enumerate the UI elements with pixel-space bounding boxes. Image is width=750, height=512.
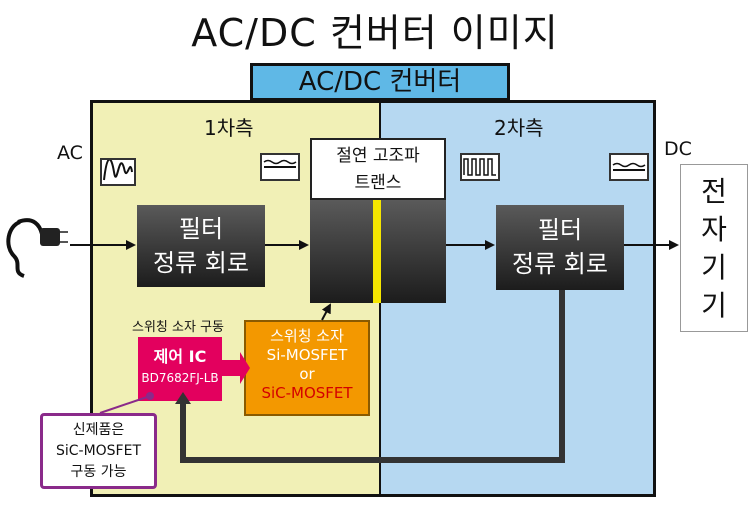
device-char-1: 전 [701, 175, 727, 208]
control-ic-part-number: BD7682FJ-LB [141, 371, 219, 385]
primary-side-label: 1차측 [204, 116, 254, 140]
arrow-switch-to-transformer [321, 303, 331, 321]
switch-element-line4: SiC-MOSFET [261, 384, 353, 402]
control-ic-title: 제어 IC [153, 347, 207, 366]
new-product-pointer [99, 395, 151, 414]
pulse-wave-icon [460, 153, 500, 181]
switch-drive-label: 스위칭 소자 구동 [132, 320, 224, 335]
feedback-loop-line [180, 290, 565, 463]
ac-label: AC [57, 142, 83, 164]
ac-sine-wave-icon [100, 158, 136, 186]
rectified-wave-icon [260, 153, 300, 181]
switching-element-block: 스위칭 소자 Si-MOSFET or SiC-MOSFET [244, 320, 370, 416]
electronic-device-box: 전 자 기 기 [680, 164, 748, 332]
secondary-filter-line1: 필터 [537, 216, 583, 244]
new-product-line1: 신제품은 [72, 422, 125, 438]
isolation-barrier [373, 200, 381, 303]
secondary-filter-rectifier-block: 필터 정류 회로 [496, 205, 624, 290]
new-product-note: 신제품은 SiC-MOSFET 구동 가능 [40, 413, 157, 489]
control-to-switch-arrow [222, 352, 250, 384]
primary-filter-line2: 정류 회로 [153, 249, 249, 277]
switch-element-line3: or [299, 365, 315, 383]
device-char-4: 기 [701, 289, 727, 322]
secondary-side-label: 2차측 [494, 116, 544, 140]
device-char-3: 기 [701, 251, 727, 284]
switch-element-line1: 스위칭 소자 [270, 327, 344, 345]
feedback-arrowhead [175, 392, 191, 404]
primary-filter-rectifier-block: 필터 정류 회로 [137, 205, 265, 287]
secondary-filter-line2: 정류 회로 [512, 250, 608, 278]
primary-filter-line1: 필터 [178, 215, 224, 243]
control-ic-block: 제어 IC BD7682FJ-LB [138, 337, 222, 401]
new-product-line2: SiC-MOSFET [55, 443, 142, 459]
dc-label: DC [664, 138, 692, 160]
new-product-pointer-dot [146, 392, 154, 400]
dc-output-wave-icon [609, 153, 649, 181]
device-char-2: 자 [701, 213, 727, 246]
converter-label: AC/DC 컨버터 [250, 63, 510, 101]
new-product-line3: 구동 가능 [70, 464, 127, 480]
page-title: AC/DC 컨버터 이미지 [191, 11, 559, 55]
power-plug-icon [6, 218, 68, 278]
switch-element-line2: Si-MOSFET [266, 346, 348, 364]
transformer-label-line1: 절연 고조파 [336, 146, 420, 166]
transformer-label: 절연 고조파 트랜스 [310, 138, 446, 200]
transformer-label-line2: 트랜스 [354, 173, 402, 193]
